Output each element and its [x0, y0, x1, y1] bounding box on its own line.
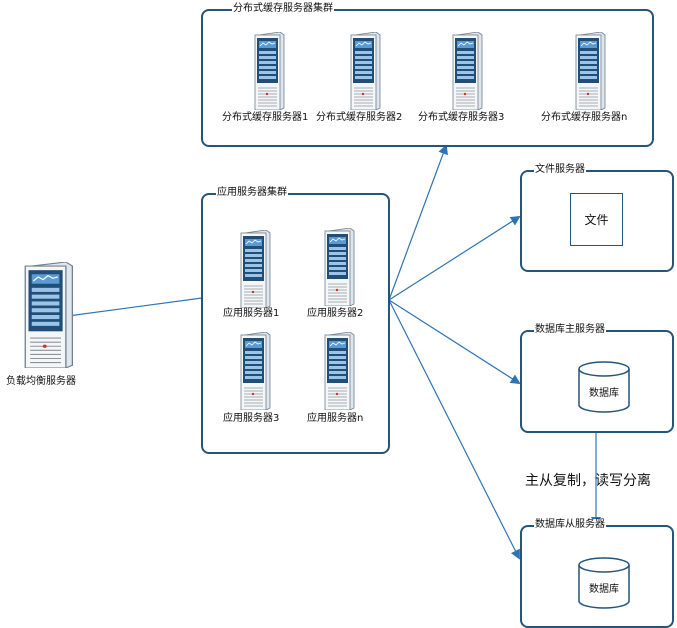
load-balancer-label: 负载均衡服务器	[6, 376, 76, 387]
app-server-1-icon	[239, 229, 271, 309]
cache-server-3-icon	[451, 31, 483, 111]
cache-cluster-title: 分布式缓存服务器集群	[232, 3, 334, 15]
app-cluster-title: 应用服务器集群	[216, 187, 288, 199]
cache-server-2-label: 分布式缓存服务器2	[316, 112, 403, 123]
app-server-2-icon	[323, 227, 355, 307]
db-slave-title: 数据库从服务器	[534, 519, 606, 531]
app-server-1-label: 应用服务器1	[223, 308, 280, 319]
lb-to-app-line	[67, 297, 203, 317]
cache-server-3-label: 分布式缓存服务器3	[418, 112, 505, 123]
app-to-cache-arrow	[388, 144, 448, 301]
load-balancer-icon	[22, 261, 74, 369]
app-server-3-icon	[239, 331, 271, 411]
cache-server-n-icon	[574, 31, 606, 111]
file-item: 文件	[570, 193, 623, 246]
app-server-n-label: 应用服务器n	[307, 413, 364, 424]
db-master-cylinder-icon	[578, 361, 630, 413]
app-to-master-arrow	[388, 299, 521, 385]
cache-server-n-label: 分布式缓存服务器n	[541, 112, 628, 123]
db-master-label: 数据库	[589, 388, 619, 399]
app-to-slave-arrow	[388, 299, 520, 560]
app-to-file-arrow	[388, 215, 521, 301]
app-cluster-box	[201, 193, 390, 454]
app-server-2-label: 应用服务器2	[307, 308, 364, 319]
cache-server-2-icon	[349, 31, 381, 111]
app-server-n-icon	[323, 331, 355, 411]
file-server-title: 文件服务器	[534, 164, 586, 176]
app-server-3-label: 应用服务器3	[223, 413, 280, 424]
db-slave-label: 数据库	[589, 584, 619, 595]
db-master-title: 数据库主服务器	[534, 324, 606, 336]
cache-server-1-label: 分布式缓存服务器1	[222, 112, 309, 123]
replication-label: 主从复制，读写分离	[525, 473, 651, 489]
cache-server-1-icon	[253, 31, 285, 111]
db-slave-cylinder-icon	[578, 557, 630, 609]
